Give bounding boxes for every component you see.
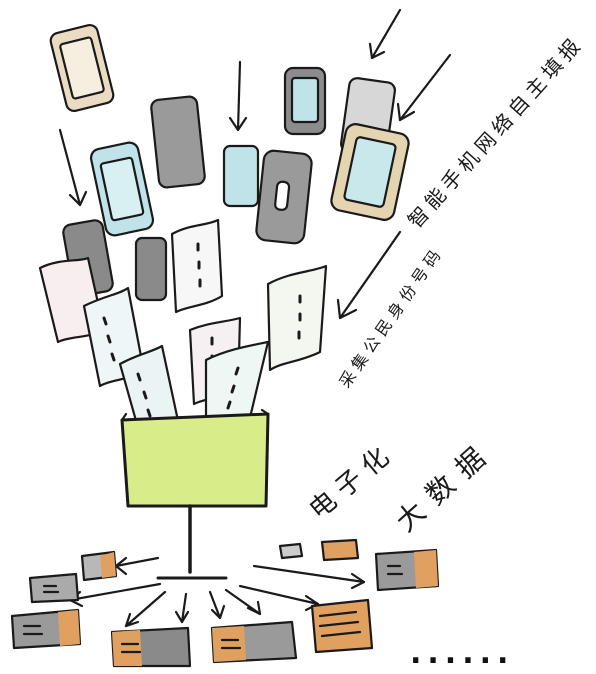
- smartphone-icon: [283, 66, 327, 136]
- id-card-icon: [266, 264, 328, 372]
- id-card-icon: [170, 218, 224, 314]
- folder-icon: [210, 620, 298, 664]
- monitor-icon: [120, 408, 270, 580]
- id-card-icon: [204, 340, 270, 436]
- smartphone-icon: [330, 123, 410, 221]
- smartphone-icon: [134, 236, 168, 302]
- smartphone-icon: [49, 23, 115, 113]
- smartphone-icon: [150, 95, 206, 189]
- folder-icon: [110, 626, 192, 668]
- folder-icon: [10, 608, 82, 650]
- incoming-arrows: [58, 8, 452, 320]
- folder-icon: [80, 550, 118, 582]
- ellipsis: ......: [410, 636, 515, 671]
- smartphone-icon: [222, 144, 260, 208]
- folder-icon: [320, 538, 360, 562]
- folder-icon: [374, 548, 440, 592]
- folder-icon: [278, 542, 304, 560]
- smartphone-icon: [255, 149, 313, 245]
- outgoing-arrows: [68, 556, 366, 628]
- folder-icon: [28, 572, 80, 604]
- folder-icon: [310, 598, 374, 654]
- smartphone-icon: [89, 141, 155, 237]
